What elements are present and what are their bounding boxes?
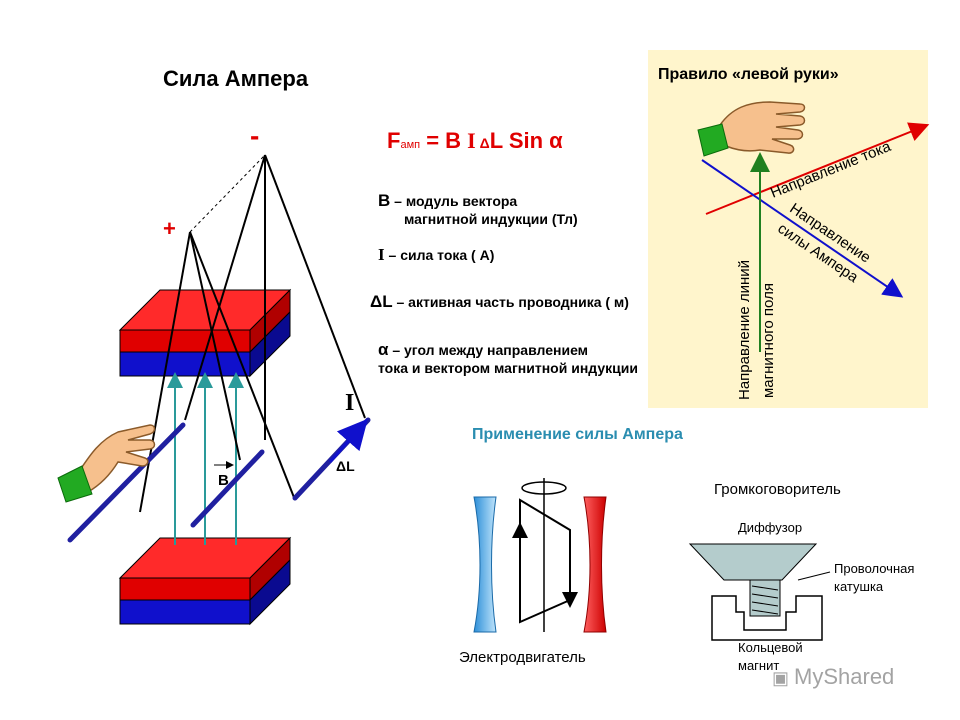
ampere-formula: Fамп = B I ΔL Sin α — [387, 128, 563, 154]
magnetic-field-arrows — [167, 372, 244, 545]
watermark-logo-icon: ▣ — [772, 668, 795, 688]
definition-b-line2: магнитной индукции (Тл) — [404, 211, 578, 227]
minus-terminal: - — [250, 120, 260, 151]
def-dl-text: – активная часть проводника ( м) — [392, 294, 629, 310]
diffuser-label: Диффузор — [738, 520, 803, 535]
applications-title: Применение силы Ампера — [472, 426, 683, 443]
magnet-label-1: Кольцевой — [738, 640, 803, 655]
b-label: B — [218, 472, 229, 489]
magnet-label-2: магнит — [738, 658, 780, 673]
definition-b: B – модуль вектора — [378, 191, 517, 211]
def-i-symbol: I — [378, 245, 385, 264]
left-hand-icon — [57, 424, 156, 503]
coil-label-2: катушка — [834, 579, 884, 594]
conductor-frame — [139, 154, 366, 513]
def-dl-symbol: ΔL — [370, 292, 393, 311]
rule-hand-icon — [697, 101, 806, 157]
def-alpha-symbol: α — [378, 340, 389, 359]
formula-rest: L Sin α — [489, 128, 563, 153]
formula-i: I — [467, 128, 476, 153]
def-b-line1: – модуль вектора — [390, 193, 518, 209]
motor-label: Электродвигатель — [459, 649, 586, 666]
rule-title: Правило «левой руки» — [658, 66, 839, 83]
definition-i: I – сила тока ( А) — [378, 245, 494, 265]
coil-label-1: Проволочная — [834, 561, 915, 576]
force-direction-line — [701, 159, 904, 298]
formula-f: F — [387, 128, 401, 153]
current-label: I — [345, 390, 355, 416]
field-direction-label-2: магнитного поля — [760, 283, 777, 398]
definition-alpha-line2: тока и вектором магнитной индукции — [378, 360, 638, 376]
def-alpha-line1: – угол между направлением — [388, 342, 589, 358]
def-b-symbol: B — [378, 191, 391, 210]
speaker-diagram — [688, 543, 831, 641]
definition-alpha: α – угол между направлением — [378, 340, 588, 360]
page-title: Сила Ампера — [163, 66, 309, 91]
watermark-text: MyShared — [794, 664, 895, 689]
watermark: ▣ MyShared — [772, 664, 894, 690]
formula-eq: = B — [420, 128, 468, 153]
current-arrow — [328, 418, 368, 463]
formula-delta: Δ — [475, 135, 490, 151]
plus-terminal: + — [163, 216, 176, 241]
speaker-label: Громкоговоритель — [714, 481, 841, 498]
current-direction-line — [705, 122, 930, 215]
lower-magnet — [118, 536, 292, 626]
motor-diagram — [473, 478, 607, 633]
delta-l-label: ΔL — [336, 458, 355, 474]
formula-subscript: амп — [400, 139, 421, 151]
def-i-text: – сила тока ( А) — [384, 247, 495, 263]
definition-dl: ΔL – активная часть проводника ( м) — [370, 292, 629, 312]
field-direction-label-1: Направление линий — [736, 259, 753, 400]
